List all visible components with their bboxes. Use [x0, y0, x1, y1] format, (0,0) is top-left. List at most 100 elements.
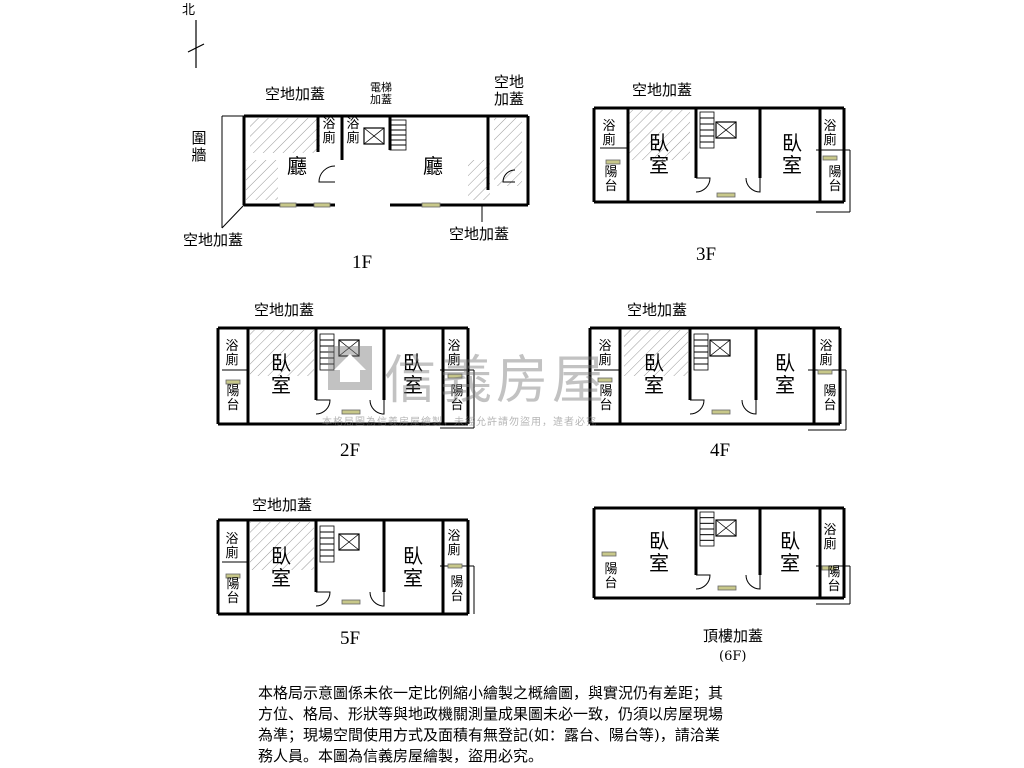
f6-title: 頂樓加蓋: [703, 627, 764, 645]
window: [601, 551, 617, 557]
f1-hall-left-label: 廳: [287, 154, 307, 178]
f3-bedroom-right-label: 臥室: [782, 131, 802, 177]
window: [313, 202, 331, 208]
window: [341, 409, 361, 415]
f6-bedroom-right-label: 臥室: [780, 529, 800, 575]
door-swing: [741, 399, 757, 415]
window: [447, 563, 463, 569]
f3-addition-label: 空地加蓋: [632, 81, 693, 99]
elevator-cross: [363, 127, 385, 145]
window: [597, 377, 613, 383]
f5-bath-right-label: 浴廁: [447, 529, 461, 558]
f2-bath-right-label: 浴廁: [447, 339, 461, 368]
f4-balcony-left-label: 陽台: [599, 384, 613, 413]
f4-title: 4F: [710, 440, 731, 461]
f1-sw-addition-label: 空地加蓋: [183, 231, 244, 249]
elevator-box: [338, 533, 360, 551]
hatched-addition-area: [628, 110, 690, 160]
window: [822, 155, 838, 161]
wall-thin: [221, 204, 245, 229]
hatched-addition-area: [468, 160, 490, 200]
f3-balcony-left-label: 陽台: [604, 165, 618, 194]
watermark-text: 信義房屋: [384, 351, 609, 411]
window: [716, 192, 736, 198]
window: [817, 369, 833, 375]
window: [279, 202, 297, 208]
elevator-cross: [338, 339, 360, 357]
f5-balcony-right-label: 陽台: [450, 575, 464, 604]
window: [605, 159, 621, 165]
hatched-addition-area: [250, 330, 314, 376]
f3-bedroom-left-label: 臥室: [649, 131, 669, 177]
f1-se-addition-label: 空地加蓋: [449, 225, 510, 243]
f1-elevator-addition-label: 電梯加蓋: [370, 81, 392, 106]
f1-bath-a-label: 浴廁: [322, 117, 336, 146]
window: [717, 585, 737, 591]
door-swing: [369, 591, 385, 607]
f6-subtitle: (6F): [719, 649, 747, 664]
f3-bath-right-label: 浴廁: [823, 119, 837, 148]
f6-bath-right-label: 浴廁: [823, 523, 837, 552]
window: [225, 573, 241, 579]
f5-bath-left-label: 浴廁: [225, 532, 239, 561]
compass-north-label: 北: [182, 3, 196, 18]
door-swing: [695, 177, 711, 193]
door-swing: [369, 399, 385, 415]
door-swing: [745, 574, 761, 590]
f6-balcony-right-label: 陽台: [827, 565, 841, 594]
f4-bath-left-label: 浴廁: [598, 339, 612, 368]
elevator-box: [363, 127, 385, 145]
hatched-addition-area: [494, 118, 522, 186]
elevator-cross: [715, 121, 737, 139]
f5-addition-label: 空地加蓋: [252, 496, 313, 514]
door-swing: [689, 399, 705, 415]
f3-bath-left-label: 浴廁: [602, 119, 616, 148]
watermark-subtext: 本格局圖為信義房屋繪製，未經允許請勿盜用，違者必究: [322, 417, 597, 428]
f2-addition-label: 空地加蓋: [254, 301, 315, 319]
f2-balcony-right-label: 陽台: [450, 384, 464, 413]
f2-balcony-left-label: 陽台: [226, 384, 240, 413]
elevator-box: [715, 519, 737, 537]
hatched-addition-area: [624, 330, 688, 376]
door-swing: [315, 399, 331, 415]
f6-balcony-left-label: 陽台: [604, 562, 618, 591]
f1-bath-b-label: 浴廁: [346, 117, 360, 146]
elevator-box: [715, 121, 737, 139]
window: [821, 565, 837, 571]
window: [447, 373, 463, 379]
f2-bedroom-right-label: 臥室: [403, 351, 423, 397]
f4-balcony-right-label: 陽台: [823, 384, 837, 413]
door-swing: [695, 574, 711, 590]
elevator-cross: [715, 519, 737, 537]
window: [341, 599, 361, 605]
f4-addition-label: 空地加蓋: [627, 301, 688, 319]
f2-bedroom-left-label: 臥室: [271, 351, 291, 397]
f3-title: 3F: [696, 244, 717, 265]
f6-bedroom-left-label: 臥室: [649, 529, 669, 575]
f5-balcony-left-label: 陽台: [226, 577, 240, 606]
door-swing: [315, 591, 331, 607]
f1-title: 1F: [352, 252, 373, 273]
hatched-addition-area: [250, 522, 314, 570]
north-arrow-icon: [187, 20, 205, 68]
f5-bedroom-left-label: 臥室: [271, 544, 291, 590]
f4-bath-right-label: 浴廁: [819, 339, 833, 368]
hatched-addition-area: [246, 160, 278, 200]
f1-hall-right-label: 廳: [423, 154, 443, 178]
elevator-cross: [709, 339, 731, 357]
f3-balcony-right-label: 陽台: [828, 165, 842, 194]
sinyi-logo-icon: [328, 346, 372, 390]
disclaimer-text: 本格局示意圖係未依一定比例縮小繪製之概繪圖，與實況仍有差距；其方位、格局、形狀等…: [258, 684, 724, 765]
f5-title: 5F: [340, 628, 361, 649]
f2-bath-left-label: 浴廁: [225, 339, 239, 368]
f5-bedroom-right-label: 臥室: [403, 544, 423, 590]
hatched-addition-area: [250, 118, 320, 153]
elevator-cross: [338, 533, 360, 551]
window: [225, 379, 241, 385]
window: [711, 409, 731, 415]
f2-title: 2F: [340, 440, 361, 461]
elevator-box: [709, 339, 731, 357]
f4-bedroom-right-label: 臥室: [775, 351, 795, 397]
window: [421, 202, 441, 208]
door-swing: [745, 177, 761, 193]
